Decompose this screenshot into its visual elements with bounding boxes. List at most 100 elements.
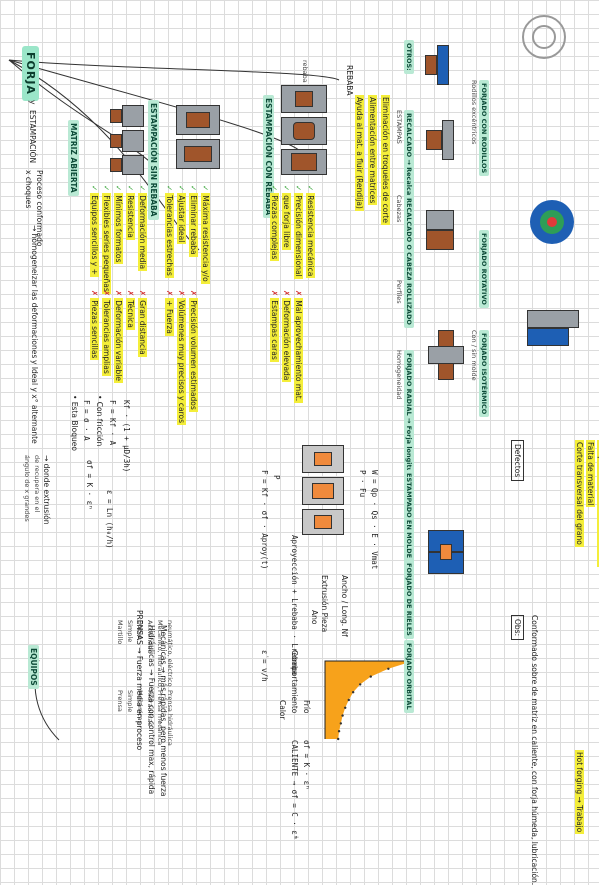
check-icon: ✓ (177, 185, 186, 192)
op-sketch-rotary (524, 200, 574, 250)
op-sketch-rollers (519, 10, 574, 70)
operation-title: FORJADO ORBITAL (404, 640, 414, 713)
burr-die-sketch (294, 445, 344, 535)
check-icon: ✓ (165, 185, 174, 192)
noburr-cons-text: Precisión volumen estimados (189, 298, 198, 412)
noburr-pros-text: Máxima resistencia y/o (201, 193, 210, 284)
chart-axes (324, 660, 413, 739)
defects-heading: Defectos (511, 440, 524, 482)
chart-point (351, 691, 355, 694)
open-formula-7: ε = Ln (h₀/h) (105, 490, 114, 549)
flow-stress-chart (324, 659, 415, 741)
open-formula-6: σf = K · εⁿ (85, 460, 94, 510)
open-cons-text: Tolerancias amplias (102, 298, 111, 376)
open-pros-text: Resistencia (126, 193, 135, 240)
chart-point (387, 667, 390, 671)
op-sketch-3 (424, 210, 454, 250)
equipment-line-3: Mecánicas → más rápidas, pero menos fuer… (159, 625, 168, 797)
footer-note: Hot forging → Trabajo (575, 750, 584, 835)
intro-estampacion: ESTAMPACIÓN (28, 110, 37, 164)
noburr-pros-text: Tolerancias estrechas (165, 193, 174, 278)
cross-icon: ✗ (177, 290, 186, 297)
check-icon: ✓ (282, 185, 291, 192)
open-cons-text: Gran distancia (138, 298, 147, 357)
burr-cons-text: Estampas caras (270, 298, 279, 362)
operation-note: ESTAMPAS (395, 110, 403, 144)
operation-item: FORJADO ROTATIVO (479, 230, 489, 308)
operation-item: FORJADO ORBITAL (404, 640, 414, 713)
chart-point (337, 730, 341, 733)
open-pros-text: Mínimos formatos (114, 193, 123, 265)
operation-title: FORJADO ROTATIVO (479, 230, 489, 308)
noburr-pros-item: ✓Tolerancias estrechas (165, 185, 174, 278)
open-pros-item: ✓Flexibles series pequeñas (102, 185, 111, 294)
operation-title: OTROS: (404, 40, 414, 74)
no-burr-heading: ESTAMPACIÓN SIN REBABA (148, 100, 159, 220)
equipment-heading: EQUIPOS (28, 645, 39, 689)
burr-pros-text: Precisión dimensional (294, 193, 303, 279)
open-formula-2: F = σ · A (82, 400, 91, 441)
op-sketch-4 (424, 330, 464, 380)
open-formula-4: F = Kf · A (108, 400, 117, 446)
burr-sketch (279, 85, 329, 175)
noburr-cons-text: + Fuerza (165, 298, 174, 336)
open-formula-5: Kf · (1 + μD/3h) (122, 400, 131, 473)
operation-title: FORJADO DE RIELES (404, 560, 414, 639)
def-line-2: x choques (24, 170, 33, 209)
def-arrow: → homogeneizar las deformaciones (30, 225, 39, 359)
noburr-pros-text: Eliminar rebaba (189, 193, 198, 257)
defects-item: Falta de material (586, 440, 595, 508)
chart-point (339, 722, 343, 725)
operation-title: RECALCADO → Recalcado (404, 110, 414, 208)
chart-point (347, 698, 350, 702)
noburr-cons-text: Volúmenes muy precisos y caros (177, 298, 186, 425)
open-formula-3: • Con fricción (95, 395, 104, 447)
defects-text: Corte transversal del grano (575, 440, 584, 547)
calor-3: CALIENTE → σf = C · ε̇ᵐ (290, 740, 299, 840)
burr-sub-mid: Extrusión Pieza (320, 575, 329, 633)
check-icon: ✓ (138, 185, 147, 192)
operation-note: Homogeneidad (395, 350, 403, 400)
chart-point (336, 737, 340, 741)
burr-pros-item: ✓Resistencia mecánica (306, 185, 315, 279)
page-title: FORJA (22, 46, 39, 101)
burr-pros-item: ✓Precisión dimensional (294, 185, 303, 279)
open-cons-text: Deformación variable (114, 298, 123, 383)
open-pros-item: ✓Resistencia (126, 185, 135, 240)
intro-y: y (28, 100, 37, 105)
operation-item: OTROS: (404, 40, 414, 74)
burr-sub-right: Ano (310, 610, 319, 625)
def-sub-1: y Ideal y x° alternante (30, 360, 39, 444)
operation-title: FORJADO CON RODILLOS (479, 80, 489, 177)
rebaba-1: REBABA (345, 65, 354, 96)
defects-text: Falta de material (586, 440, 595, 508)
note-page: FORJA y ESTAMPACIÓN Proceso conformado x… (8, 10, 599, 885)
burr-pros-text: Piezas complejas (270, 193, 279, 262)
check-icon: ✓ (114, 185, 123, 192)
open-cons-text: Piezas sencillas (90, 298, 99, 361)
cross-icon: ✗ (270, 290, 279, 297)
open-pros-item: ✓Equipos sencillos y + (90, 185, 99, 277)
op-sketch-5 (424, 530, 464, 580)
defects-item: Corte transversal del grano (575, 440, 584, 547)
open-cons-item: ✗Deformación variable (114, 290, 123, 383)
noburr-pros-item: ✓Eliminar rebaba (189, 185, 198, 257)
open-cons-item: ✗Gran distancia (138, 290, 147, 357)
chart-point (344, 706, 347, 709)
cross-icon: ✗ (90, 290, 99, 297)
equip-right-item: Simple (126, 690, 134, 713)
open-pros-text: Equipos sencillos y + (90, 193, 99, 277)
noburr-pros-text: Ajustar ideal (177, 193, 186, 245)
operation-note: Perfiles (395, 280, 403, 304)
check-icon: ✓ (306, 185, 315, 192)
cross-icon: ✗ (138, 290, 147, 297)
burr-pros-item: ✓Piezas complejas (270, 185, 279, 262)
strain-rate-label: Comportamiento (290, 650, 299, 714)
operation-note: Rodillos excéntricos (470, 80, 478, 145)
op-sketch-1 (419, 45, 449, 85)
burr-formula-b: P (272, 475, 281, 480)
burr-cons-item: ✗Deformación elevada (282, 290, 291, 383)
